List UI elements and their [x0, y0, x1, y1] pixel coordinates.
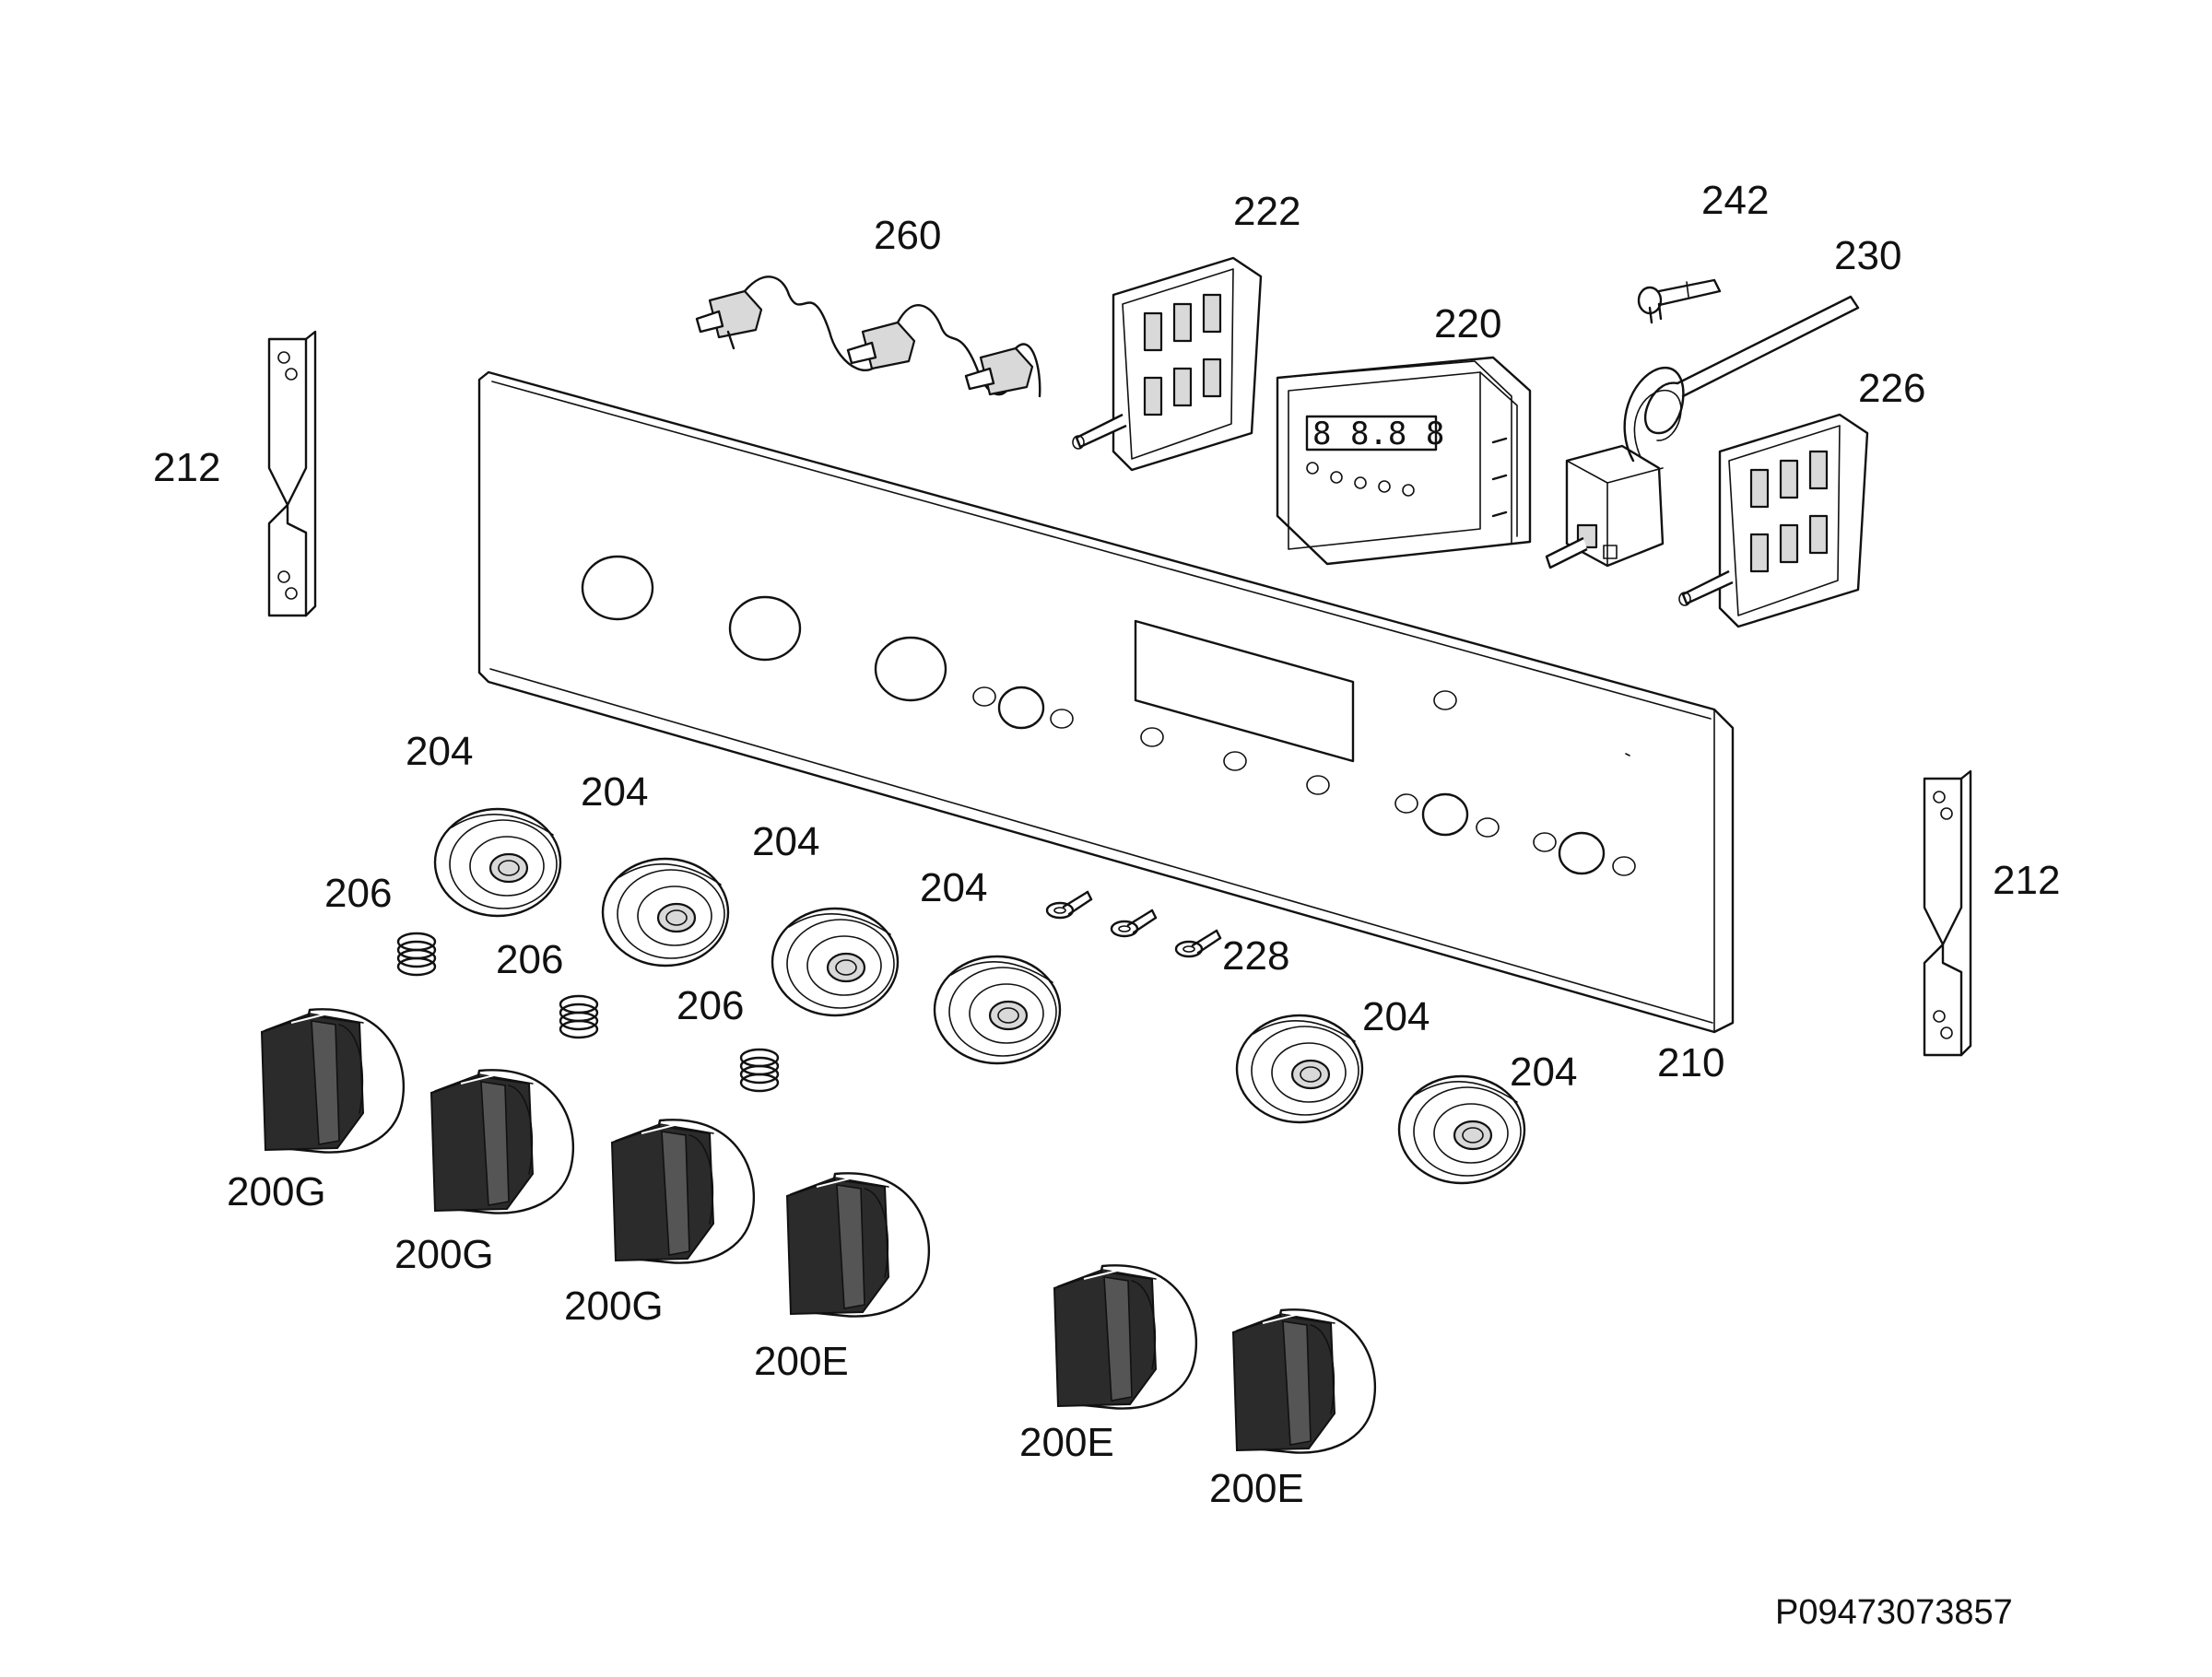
control-panel — [477, 370, 1735, 1034]
part-label-226: 226 — [1858, 366, 1925, 411]
side-bracket-left — [267, 330, 317, 617]
display-window — [1134, 619, 1355, 763]
knob-spring-2 — [559, 994, 599, 1039]
part-label-200e: 200E — [1209, 1466, 1304, 1511]
control-knob-gas-1 — [260, 1008, 406, 1154]
knob-bezel-1 — [433, 807, 562, 918]
control-knob-gas-3 — [610, 1119, 756, 1264]
electronic-timer: 8 8.8 8 — [1276, 356, 1532, 566]
ignition-switch-harness — [695, 276, 1041, 398]
indicator-lamp — [1637, 278, 1722, 324]
part-label-200e: 200E — [1019, 1420, 1114, 1465]
part-label-228: 228 — [1222, 933, 1289, 979]
knob-bezel-3 — [771, 907, 900, 1017]
side-bracket-right — [1923, 769, 1972, 1057]
part-label-206: 206 — [677, 983, 744, 1028]
knob-bezel-6 — [1397, 1074, 1526, 1185]
part-label-230: 230 — [1834, 233, 1901, 278]
panel-hole — [874, 636, 947, 702]
part-label-204: 204 — [1362, 994, 1430, 1039]
part-label-204: 204 — [752, 819, 819, 864]
control-knob-electric-2 — [1053, 1264, 1198, 1410]
part-label-200g: 200G — [564, 1284, 664, 1329]
document-code: P09473073857 — [1775, 1593, 2013, 1632]
knob-bezel-5 — [1235, 1014, 1364, 1124]
control-knob-electric-3 — [1231, 1308, 1377, 1454]
knob-spring-1 — [396, 932, 437, 977]
part-label-206: 206 — [324, 871, 392, 916]
part-label-204: 204 — [920, 865, 987, 910]
screw-1 — [1045, 890, 1093, 920]
part-label-206: 206 — [496, 937, 563, 982]
part-label-242: 242 — [1701, 178, 1769, 223]
control-knob-electric-1 — [785, 1172, 931, 1318]
part-label-220: 220 — [1434, 301, 1501, 346]
thermostat — [1545, 295, 1860, 569]
knob-bezel-4 — [933, 955, 1062, 1065]
part-label-212-right: 212 — [1993, 858, 2060, 903]
part-label-260: 260 — [874, 213, 941, 258]
part-label-212-left: 212 — [153, 445, 220, 490]
function-switch-right — [1677, 413, 1869, 628]
knob-bezel-2 — [601, 857, 730, 968]
part-label-222: 222 — [1233, 189, 1300, 234]
panel-hole — [581, 555, 654, 621]
part-label-210: 210 — [1657, 1040, 1724, 1085]
function-switch — [1071, 256, 1263, 472]
part-label-200g: 200G — [227, 1169, 326, 1214]
part-label-200e: 200E — [754, 1339, 849, 1384]
part-label-200g: 200G — [394, 1232, 494, 1277]
part-label-204: 204 — [406, 729, 473, 774]
part-label-204: 204 — [1510, 1050, 1577, 1095]
part-label-204: 204 — [581, 769, 648, 815]
screw-3 — [1174, 929, 1222, 958]
control-knob-gas-2 — [429, 1069, 575, 1214]
knob-spring-3 — [739, 1048, 780, 1093]
svg-text:8 8.8 8: 8 8.8 8 — [1312, 416, 1444, 452]
panel-hole — [728, 595, 802, 662]
screw-2 — [1110, 909, 1158, 938]
